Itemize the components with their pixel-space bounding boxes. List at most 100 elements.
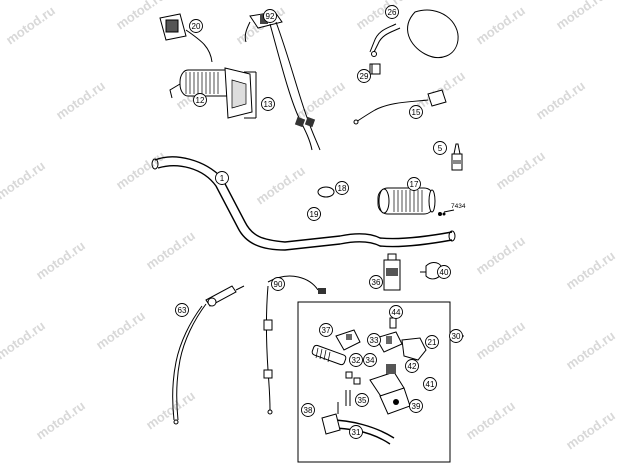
callout-5: 5 [433, 141, 447, 155]
callout-38: 38 [301, 403, 315, 417]
callout-17: 17 [407, 177, 421, 191]
callout-circle [433, 141, 447, 155]
mirror [369, 9, 459, 58]
callout-number: 30 [452, 332, 461, 341]
callout-circle [389, 305, 403, 319]
callout-number: 1 [220, 174, 225, 183]
callout-92: 92 [263, 9, 277, 23]
callout-circle [215, 171, 229, 185]
callout-number: 41 [426, 380, 435, 389]
watermark-text: motod.ru [473, 233, 528, 278]
callout-circle [189, 19, 203, 33]
callout-number: 13 [264, 100, 273, 109]
callout-number: 33 [370, 336, 379, 345]
callout-number: 63 [178, 306, 187, 315]
throttle-grip [169, 67, 257, 119]
throttle-housing [159, 13, 213, 63]
callout-circle [367, 333, 381, 347]
callout-circle [301, 403, 315, 417]
callout-number: 12 [196, 96, 205, 105]
callout-63: 63 [175, 303, 189, 317]
callout-circle [423, 377, 437, 391]
watermark-text: motod.ru [33, 398, 88, 443]
callout-15: 15 [409, 105, 423, 119]
callout-circle [335, 181, 349, 195]
callout-circle [271, 277, 285, 291]
callout-37: 37 [319, 323, 333, 337]
callout-circle [409, 105, 423, 119]
watermark-text: motod.ru [463, 398, 518, 443]
o-ring [317, 186, 335, 198]
left-grip [377, 187, 442, 216]
callout-number: 17 [410, 180, 419, 189]
watermark-text: motod.ru [113, 148, 168, 193]
callout-circle [175, 303, 189, 317]
callout-number: 31 [352, 428, 361, 437]
callout-number: 26 [388, 8, 397, 17]
callout-20: 20 [189, 19, 203, 33]
kill-switch [353, 89, 447, 125]
callout-number: 18 [338, 184, 347, 193]
callout-33: 33 [367, 333, 381, 347]
callout-42: 42 [405, 359, 419, 373]
callout-31: 31 [349, 425, 363, 439]
callout-circle [405, 359, 419, 373]
callout-12: 12 [193, 93, 207, 107]
callout-number: 29 [360, 72, 369, 81]
callout-30: 30 [449, 329, 463, 343]
callout-32: 32 [349, 353, 363, 367]
callout-44: 44 [389, 305, 403, 319]
callout-26: 26 [385, 5, 399, 19]
callout-circle [363, 353, 377, 367]
callout-circle [193, 93, 207, 107]
callout-circle [307, 207, 321, 221]
callout-circle [409, 399, 423, 413]
watermark-text: motod.ru [533, 78, 588, 123]
watermark-text: motod.ru [143, 388, 198, 433]
callout-circle [263, 9, 277, 23]
callout-number: 37 [322, 326, 331, 335]
callout-19: 19 [307, 207, 321, 221]
callout-39: 39 [409, 399, 423, 413]
callout-18: 18 [335, 181, 349, 195]
callout-number: 34 [366, 356, 375, 365]
part-code [442, 209, 455, 216]
callout-circle [437, 265, 451, 279]
callout-number: 42 [408, 362, 417, 371]
watermark-text: motod.ru [553, 0, 608, 32]
watermark-text: motod.ru [563, 328, 618, 373]
watermark-text: motod.ru [93, 308, 148, 353]
clutch-cable [263, 275, 326, 415]
watermark-text: motod.ru [0, 318, 48, 363]
callout-number: 32 [352, 356, 361, 365]
part-code-label: 7434 [451, 203, 466, 210]
callout-circle [349, 425, 363, 439]
watermark-text: motod.ru [3, 3, 58, 48]
callout-number: 35 [358, 396, 367, 405]
callout-41: 41 [423, 377, 437, 391]
callout-34: 34 [363, 353, 377, 367]
grease-tube [383, 253, 401, 291]
callout-number: 44 [392, 308, 401, 317]
callout-number: 5 [438, 144, 443, 153]
callout-13: 13 [261, 97, 275, 111]
watermark-text: motod.ru [143, 228, 198, 273]
callout-number: 40 [440, 268, 449, 277]
callout-circle [357, 69, 371, 83]
watermark-text: motod.ru [563, 408, 618, 453]
decompression-cable [172, 285, 245, 425]
callout-number: 92 [266, 12, 275, 21]
callout-circle [449, 329, 463, 343]
callout-36: 36 [369, 275, 383, 289]
callout-21: 21 [425, 335, 439, 349]
callout-1: 1 [215, 171, 229, 185]
callout-circle [319, 323, 333, 337]
callout-number: 20 [192, 22, 201, 31]
watermark-text: motod.ru [563, 248, 618, 293]
watermark-text: motod.ru [33, 238, 88, 283]
callout-40: 40 [437, 265, 451, 279]
callout-circle [369, 275, 383, 289]
